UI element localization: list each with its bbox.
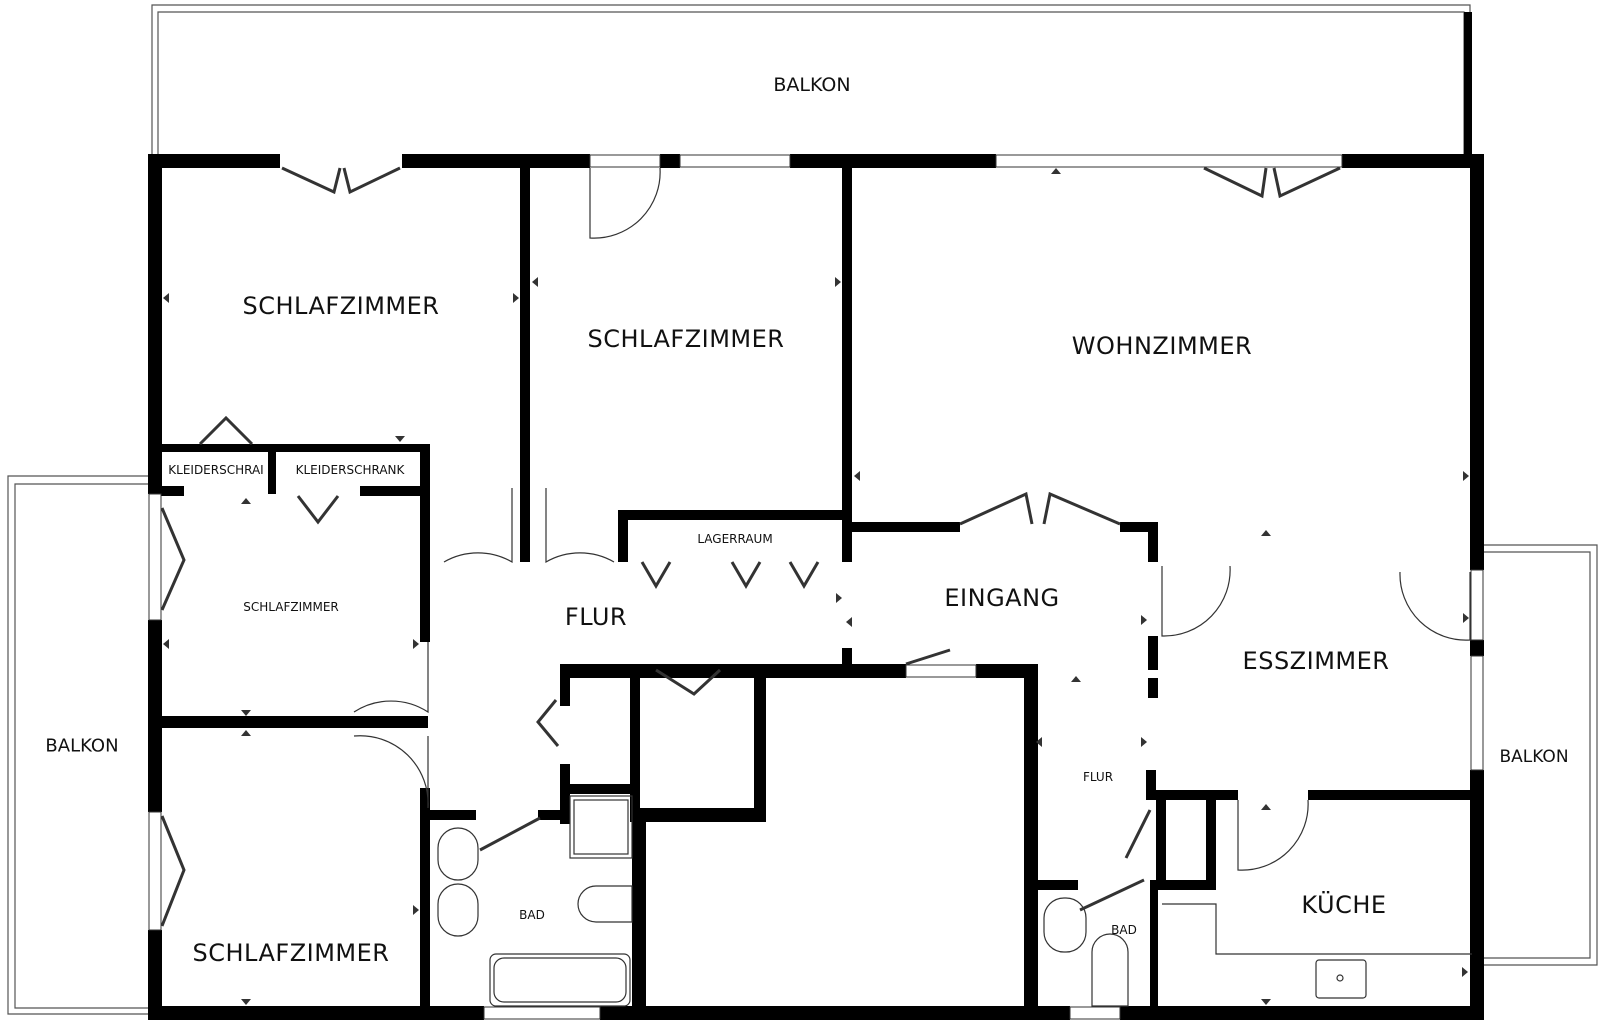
balkon-top-label: BALKON xyxy=(773,74,851,96)
flur-main-label: FLUR xyxy=(564,603,628,631)
kueche-label: KÜCHE xyxy=(1301,891,1387,919)
schlafzimmer-1-label: SCHLAFZIMMER xyxy=(242,292,440,320)
schlafzimmer-2-label: SCHLAFZIMMER xyxy=(587,325,785,353)
windows xyxy=(148,154,1484,1020)
flur-small-label: FLUR xyxy=(1082,770,1114,784)
balcony-top-right-wall xyxy=(1464,12,1472,158)
lagerraum-label: LAGERRAUM xyxy=(697,532,773,546)
wohnzimmer-label: WOHNZIMMER xyxy=(1071,332,1253,360)
schlafzimmer-3-label: SCHLAFZIMMER xyxy=(243,600,339,614)
fixtures xyxy=(437,795,1472,1007)
markers xyxy=(163,168,1469,1005)
balkon-left-label: BALKON xyxy=(45,735,119,757)
kleiderschrank-1-label: KLEIDERSCHRAI xyxy=(168,463,264,477)
door-swings xyxy=(353,167,1471,871)
walls xyxy=(148,154,1484,1020)
esszimmer-label: ESSZIMMER xyxy=(1242,647,1390,675)
bad-2-label: BAD xyxy=(1111,923,1137,937)
bad-1-label: BAD xyxy=(519,908,545,922)
balkon-right-label: BALKON xyxy=(1499,747,1569,767)
door-leaves xyxy=(160,166,1341,927)
schlafzimmer-4-label: SCHLAFZIMMER xyxy=(192,939,390,967)
eingang-label: EINGANG xyxy=(944,584,1060,612)
kleiderschrank-2-label: KLEIDERSCHRANK xyxy=(295,463,405,477)
